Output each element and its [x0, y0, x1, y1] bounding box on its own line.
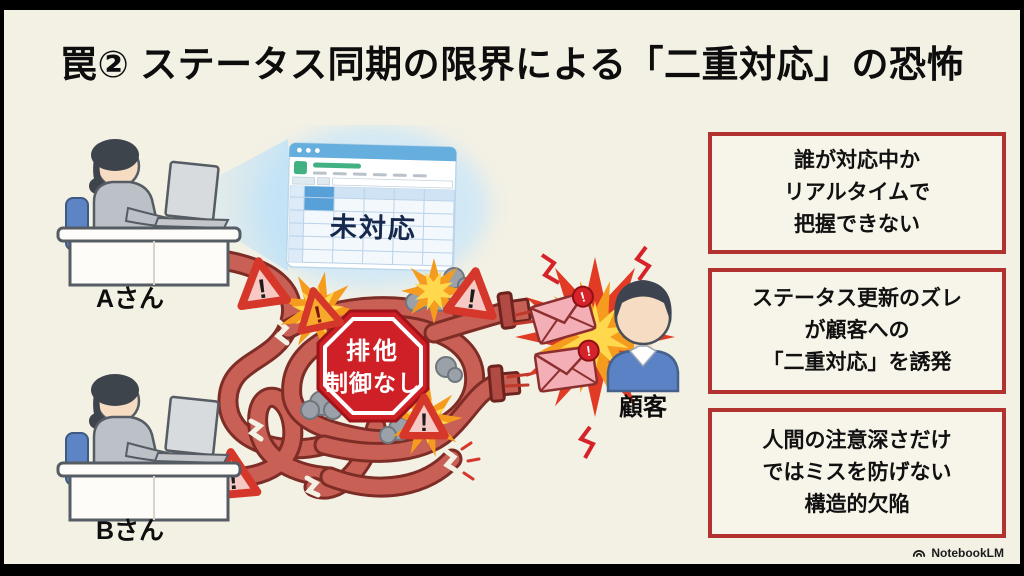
person-b-workstation: [56, 372, 242, 522]
warning-triangle-icon: !: [297, 287, 345, 335]
person-a-workstation: [56, 137, 242, 287]
notebooklm-logo-icon: [913, 550, 926, 557]
callout-line: が顧客への: [804, 319, 910, 343]
svg-text:!: !: [585, 342, 592, 358]
alert-envelope-icon: !: [529, 285, 597, 345]
sheet-status-label: 未対応: [330, 211, 418, 244]
brand-label: NotebookLM: [931, 546, 1004, 560]
callout-box-realtime: 誰が対応中か リアルタイムで 把握できない: [708, 132, 1006, 254]
callout-line: ではミスを防げない: [762, 461, 952, 485]
spreadsheet-window: 未対応: [285, 142, 458, 272]
warning-triangle-icon: !: [442, 267, 497, 321]
pipe-cracks: [247, 318, 481, 498]
warning-triangle-icon: !: [237, 257, 292, 311]
callout-line: 把握できない: [794, 212, 920, 236]
selected-cell: [303, 186, 335, 212]
callout-line: 誰が対応中か: [794, 149, 920, 173]
callout-line: 人間の注意深さだけ: [762, 429, 952, 453]
svg-text:!: !: [256, 274, 269, 305]
callout-box-double-response: ステータス更新のズレ が顧客への 「二重対応」を誘発: [708, 268, 1006, 394]
sheet-app-icon: [293, 161, 308, 175]
notebooklm-watermark: NotebookLM: [912, 546, 1004, 560]
alert-envelope-icon: !: [533, 339, 600, 393]
callout-line: 構造的欠陥: [804, 492, 910, 516]
slide-title: 罠② ステータス同期の限界による「二重対応」の恐怖: [60, 44, 964, 85]
callout-line: ステータス更新のズレ: [752, 287, 962, 311]
customer-figure: [606, 280, 680, 393]
svg-text:!: !: [578, 288, 587, 305]
stop-sign-line2: 制御なし: [325, 370, 421, 396]
svg-text:!: !: [465, 284, 478, 315]
stop-sign: 排他 制御なし: [316, 309, 430, 423]
workflow-illustration: 未対応: [30, 125, 692, 561]
svg-text:!: !: [420, 410, 428, 437]
slide: 罠② ステータス同期の限界による「二重対応」の恐怖: [4, 10, 1020, 564]
customer-label: 顧客: [619, 393, 668, 421]
callout-line: リアルタイムで: [783, 181, 931, 205]
callout-line: 「二重対応」を誘発: [762, 350, 952, 374]
person-a-label: Aさん: [96, 285, 164, 313]
callout-list: 誰が対応中か リアルタイムで 把握できない ステータス更新のズレ が顧客への 「…: [708, 132, 1006, 552]
svg-text:!: !: [227, 465, 239, 496]
tangle-illustration-svg: 未対応: [56, 125, 680, 545]
callout-box-structural-flaw: 人間の注意深さだけ ではミスを防げない 構造的欠陥: [708, 408, 1006, 538]
sync-beam: [180, 139, 288, 271]
stop-sign-line1: 排他: [346, 338, 400, 365]
person-b-label: Bさん: [96, 517, 164, 545]
warning-triangle-icon: !: [399, 393, 449, 440]
